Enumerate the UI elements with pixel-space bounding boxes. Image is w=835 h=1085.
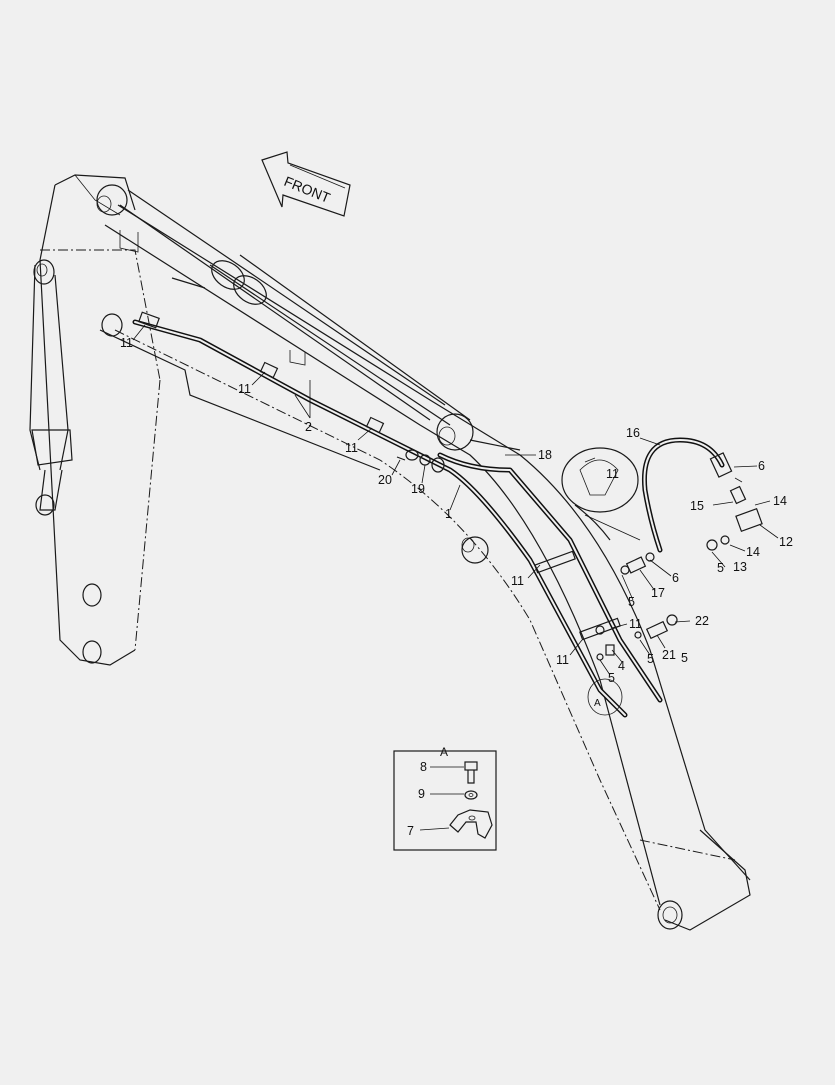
callout-8: 8 [420,760,427,774]
front-label: FRONT [282,173,333,206]
callout-5: 5 [681,651,688,665]
callout-11: 11 [345,441,358,455]
view-marker-a: A [587,678,623,716]
callout-11: 11 [511,574,524,588]
callout-5: 5 [647,652,654,666]
detail-box-a: A 8 9 7 [393,745,497,851]
callout-22: 22 [695,614,709,628]
callout-18: 18 [538,448,552,462]
callout-20: 20 [378,473,392,487]
callout-inset-11: 11 [606,467,619,481]
callout-19: 19 [411,482,425,496]
callout-5: 5 [608,671,615,685]
callout-16: 16 [626,426,640,440]
boom-outline [39,174,751,931]
callout-6: 6 [672,571,679,585]
leader-lines [132,324,779,676]
hose-16 [641,437,733,553]
front-arrow: FRONT [261,151,351,217]
fittings [396,449,763,661]
callout-1: 1 [445,507,452,521]
callout-11: 11 [629,617,642,631]
callout-5: 5 [717,561,724,575]
callout-9: 9 [418,787,425,801]
callouts: 11 11 2 11 20 19 1 18 16 6 15 14 12 14 1… [120,336,793,685]
callout-11: 11 [120,336,133,350]
callout-15: 15 [690,499,704,513]
callout-14: 14 [773,494,787,508]
callout-2: 2 [305,420,312,434]
callout-4: 4 [618,659,625,673]
callout-7: 7 [407,824,414,838]
callout-12: 12 [779,535,793,549]
callout-17: 17 [651,586,665,600]
callout-6: 6 [758,459,765,473]
inset-detail-circle: 11 [561,447,639,541]
callout-13: 13 [733,560,747,574]
callout-11: 11 [238,382,251,396]
view-marker-label: A [594,698,601,709]
callout-14: 14 [746,545,760,559]
arm-cylinder [29,259,73,516]
callout-5: 5 [628,595,635,609]
pipe-line-18 [437,452,663,703]
callout-11: 11 [556,653,569,667]
detail-label: A [440,745,448,759]
boom-cylinder [119,189,521,451]
callout-21: 21 [662,648,676,662]
